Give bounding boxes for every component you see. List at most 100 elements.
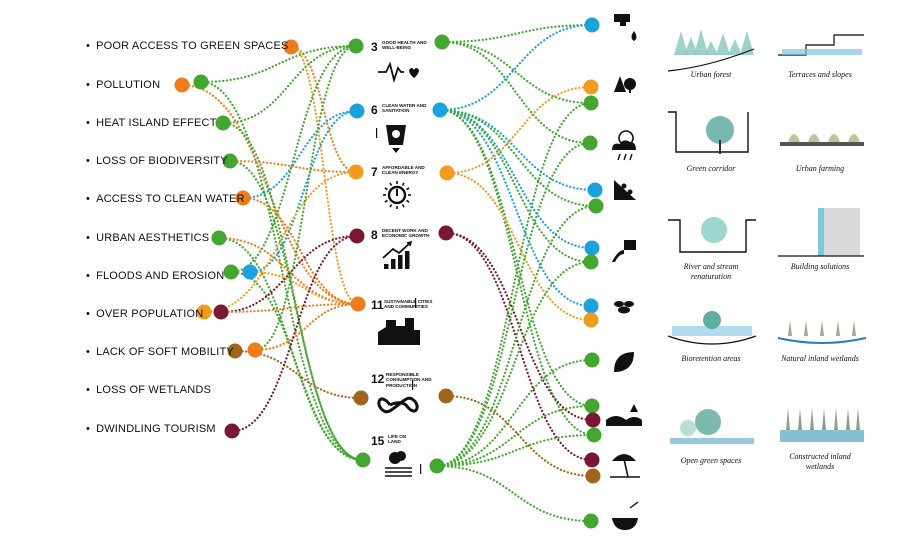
reed-shape xyxy=(834,408,838,430)
tree-shape xyxy=(716,33,730,55)
problem-dot xyxy=(242,264,258,280)
green-wall-shape xyxy=(818,208,824,256)
nbs-illustration xyxy=(668,217,756,253)
problem-dot xyxy=(215,115,231,131)
cloud-icon xyxy=(612,140,636,150)
connection-link xyxy=(253,44,358,352)
nbs-illustration xyxy=(780,134,864,146)
nbs-caption: Urban farming xyxy=(795,164,845,173)
ground-bar xyxy=(780,142,864,146)
umbrella-pole-icon xyxy=(623,458,629,478)
trees-icon xyxy=(614,76,626,92)
connection-link xyxy=(438,108,594,408)
problem-dot xyxy=(247,342,263,358)
problem-dot xyxy=(223,264,239,280)
connection-link xyxy=(253,302,360,352)
bar-icon xyxy=(398,255,403,269)
nbs-illustration xyxy=(780,408,864,442)
benefit-dot xyxy=(583,254,599,270)
benefit-dot xyxy=(584,452,600,468)
water-shape xyxy=(782,49,862,55)
connection-link xyxy=(444,394,595,478)
bar-icon xyxy=(391,259,396,269)
connection-link xyxy=(435,204,598,468)
tree-shape xyxy=(740,31,754,55)
benefit-dot xyxy=(584,352,600,368)
sdg-dot xyxy=(349,228,365,244)
sdg-number: 12 xyxy=(371,372,385,386)
heart-icon xyxy=(409,68,419,78)
landslide-icon xyxy=(614,180,636,200)
connection-link xyxy=(233,349,363,400)
nbs-caption: Terraces and slopes xyxy=(788,70,852,79)
problem-label: Heat island effect xyxy=(86,117,217,129)
sdg-outgoing-dot xyxy=(432,102,448,118)
connection-link xyxy=(438,108,598,208)
connection-link xyxy=(438,23,594,112)
connection-link xyxy=(199,44,358,84)
reed-shape xyxy=(786,408,790,430)
reed-shape xyxy=(788,320,792,336)
rain-icon xyxy=(617,153,633,161)
connection-link xyxy=(241,109,359,200)
reed-shape xyxy=(822,408,826,430)
connection-link xyxy=(445,85,593,175)
reed-shape xyxy=(852,320,856,336)
benefit-dot xyxy=(584,240,600,256)
sun-ray-icon xyxy=(401,182,405,186)
connection-link xyxy=(180,83,360,306)
problem-dot xyxy=(211,230,227,246)
wing-icon xyxy=(624,301,634,307)
sun-ray-icon xyxy=(384,199,388,203)
problem-dot xyxy=(224,423,240,439)
arrow-up-icon xyxy=(406,240,413,247)
icon-group xyxy=(376,14,867,530)
separator-bar xyxy=(415,298,417,308)
benefit-dot xyxy=(583,298,599,314)
separator-bar xyxy=(412,380,414,390)
bar-icon xyxy=(405,251,410,269)
tree-crown xyxy=(706,116,734,144)
water-drop-icon xyxy=(392,130,400,138)
connection-link xyxy=(445,171,593,322)
corridor-line xyxy=(668,111,749,153)
basin-line xyxy=(667,335,757,345)
leaf-icon xyxy=(614,352,634,372)
reed-shape xyxy=(810,408,814,430)
bar-icon xyxy=(384,264,389,269)
nbs-caption: Green corridor xyxy=(686,164,736,173)
separator-bar xyxy=(420,464,422,474)
connection-link xyxy=(438,108,593,264)
food-bowl-icon xyxy=(612,518,638,530)
tree-crown-icon xyxy=(624,78,636,90)
sdg-label: Clean water and sanitation xyxy=(382,103,427,114)
separator-bar xyxy=(376,128,378,138)
crop-shape xyxy=(808,134,820,142)
nbs-illustration xyxy=(668,111,749,154)
benefit-dot xyxy=(586,427,602,443)
connection-link xyxy=(229,44,358,274)
rock-icon xyxy=(621,183,627,189)
sdg-number: 15 xyxy=(371,434,385,448)
benefit-dot xyxy=(588,198,604,214)
problem-label: Lack of soft mobility xyxy=(86,346,234,358)
sdg-outgoing-dot xyxy=(429,458,445,474)
tree-crown xyxy=(701,217,727,243)
connection-link xyxy=(440,40,593,105)
problem-label: Poor access to green spaces xyxy=(86,40,289,52)
sdg-number: 8 xyxy=(371,228,378,242)
sun-ray-icon xyxy=(406,199,410,203)
connection-link xyxy=(438,108,593,308)
sdg-number: 7 xyxy=(371,165,378,179)
landscape-icon xyxy=(606,416,642,426)
sun-ray-icon xyxy=(401,204,405,208)
sdg-label: Good health and well-being xyxy=(382,40,427,51)
tree-trunk-icon xyxy=(629,88,631,93)
benefit-dot xyxy=(583,95,599,111)
nbs-illustration xyxy=(777,320,867,344)
tree-icon xyxy=(630,404,638,412)
nbs-caption: Building solutions xyxy=(790,262,850,271)
sdg-label: Responsible consumption and production xyxy=(386,372,432,388)
problem-label: Dwindling tourism xyxy=(86,423,216,435)
connection-link xyxy=(438,108,594,250)
